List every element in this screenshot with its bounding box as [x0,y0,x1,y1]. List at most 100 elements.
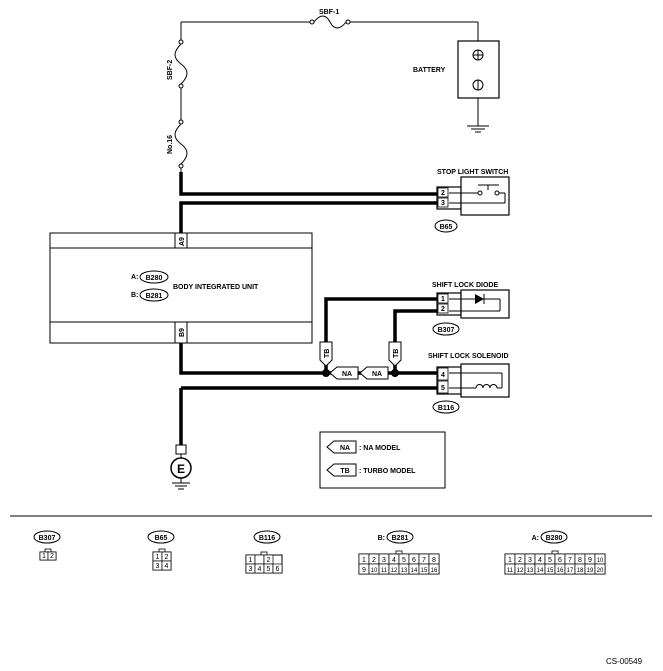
unit-title: BODY INTEGRATED UNIT [173,284,259,291]
ground-e: E [170,444,192,490]
connector-pin-label: 2 [50,553,54,560]
shift-lock-solenoid: SHIFT LOCK SOLENOID 4 5 B116 [428,353,510,414]
connector-pin-label: 11 [507,568,514,574]
connector-view-cell [254,554,265,565]
tag-b65: B65 [440,224,453,231]
connector-view-tag-oval [33,530,61,544]
footer-code: CS-00549 [606,657,643,666]
connector-pin-label: 9 [362,567,366,574]
connector-pin-label: 1 [362,557,366,564]
connector-pin-label: 8 [432,557,436,564]
legend-tb-tag: TB [340,468,349,475]
fuse-sbf2: SBF-2 [167,39,188,89]
connector-view-code: B65 [155,535,168,542]
connector-pin-label: 1 [42,553,46,560]
shift-lock-diode-label: SHIFT LOCK DIODE [432,282,498,289]
unit-prefix-a: A: [131,274,138,281]
connector-pin-label: 3 [382,557,386,564]
wire-tag-tb-right: TB [393,349,400,358]
connector-pin-label: 1 [508,557,512,564]
wire-tag-na-left: NA [342,371,352,378]
sls-pin-2: 2 [441,190,445,197]
connector-pin-label: 4 [392,557,396,564]
connector-view-cell [272,563,283,574]
connector-view-key [395,550,403,555]
connector-pin-label: 6 [276,566,280,573]
connector-view-key [260,551,268,556]
connector-view-code: B280 [546,535,563,542]
ground-e-label: E [177,462,185,476]
connector-view-key [551,550,559,555]
connector-pin-label: 11 [381,568,388,574]
shift-lock-solenoid-label: SHIFT LOCK SOLENOID [428,353,509,360]
fuse-sbf1-label: SBF-1 [319,9,339,16]
connector-pin-label: 2 [165,554,169,561]
connector-pin-label: 12 [517,568,524,574]
connector-pin-label: 2 [518,557,522,564]
connector-pin-label: 4 [538,557,542,564]
connector-pin-label: 3 [249,566,253,573]
sol-pin-4: 4 [441,372,445,379]
connector-pin-label: 9 [588,557,592,564]
connector-pin-label: 3 [156,563,160,570]
legend-na-tag: NA [340,445,350,452]
connector-pin-label: 10 [371,568,378,574]
connector-pin-label: 19 [587,568,594,574]
fuse-sbf1: SBF-1 [309,9,351,29]
unit-code-a: B280 [146,275,163,282]
connector-pin-label: 15 [421,568,428,574]
fuse-no16: No.16 [167,119,188,169]
connector-pin-label: 10 [597,558,604,564]
connector-pin-label: 13 [401,568,408,574]
diode-pin-1: 1 [441,296,445,303]
battery-label: BATTERY [413,67,446,74]
stop-light-switch: STOP LIGHT SWITCH 2 3 B65 [434,169,510,233]
connector-view-tag-oval [386,530,414,544]
connector-pin-label: 18 [577,568,584,574]
diode-pin-2: 2 [441,306,445,313]
battery: BATTERY [413,40,500,133]
fuse-sbf2-label: SBF-2 [167,60,174,80]
connector-pin-label: 2 [267,557,271,564]
connector-view-key [158,548,166,553]
wire-tag-tb-left: TB [324,349,331,358]
connector-pin-label: 1 [249,557,253,564]
connector-pin-label: 13 [527,568,534,574]
pin-b9: B9 [179,328,186,337]
connector-view-prefix: A: [532,535,539,542]
connector-pin-label: 1 [156,554,160,561]
body-integrated-unit: A9 B9 A: B280 B: B281 BODY INTEGRATED UN… [49,232,313,344]
connector-pin-label: 5 [267,566,271,573]
unit-code-b: B281 [146,293,163,300]
connector-view-cell [161,560,172,571]
connector-pin-label: 12 [391,568,398,574]
connector-pin-label: 6 [412,557,416,564]
connector-pin-label: 14 [537,568,544,574]
connector-pin-label: 5 [548,557,552,564]
connector-pin-label: 16 [557,568,564,574]
legend: NA : NA MODEL TB : TURBO MODEL [319,431,446,489]
legend-na-text: : NA MODEL [359,445,401,452]
connector-view-tag-oval [147,530,175,544]
connector-view-cell [594,563,606,575]
connector-pin-label: 5 [402,557,406,564]
connector-pin-label: 3 [528,557,532,564]
shift-lock-diode: SHIFT LOCK DIODE 1 2 B307 [432,282,510,336]
pin-a9: A9 [179,237,186,246]
connector-pin-label: 20 [597,568,604,574]
connector-pin-label: 2 [372,557,376,564]
sol-pin-5: 5 [441,385,445,392]
connector-view-tag-oval [540,530,568,544]
unit-prefix-b: B: [131,292,138,299]
connector-view-cell [428,563,440,575]
wire-tag-na-right: NA [372,371,382,378]
connector-pin-label: 4 [165,563,169,570]
power-wiring [180,21,479,172]
connector-view-cell [47,551,57,561]
tag-b116: B116 [438,405,454,412]
